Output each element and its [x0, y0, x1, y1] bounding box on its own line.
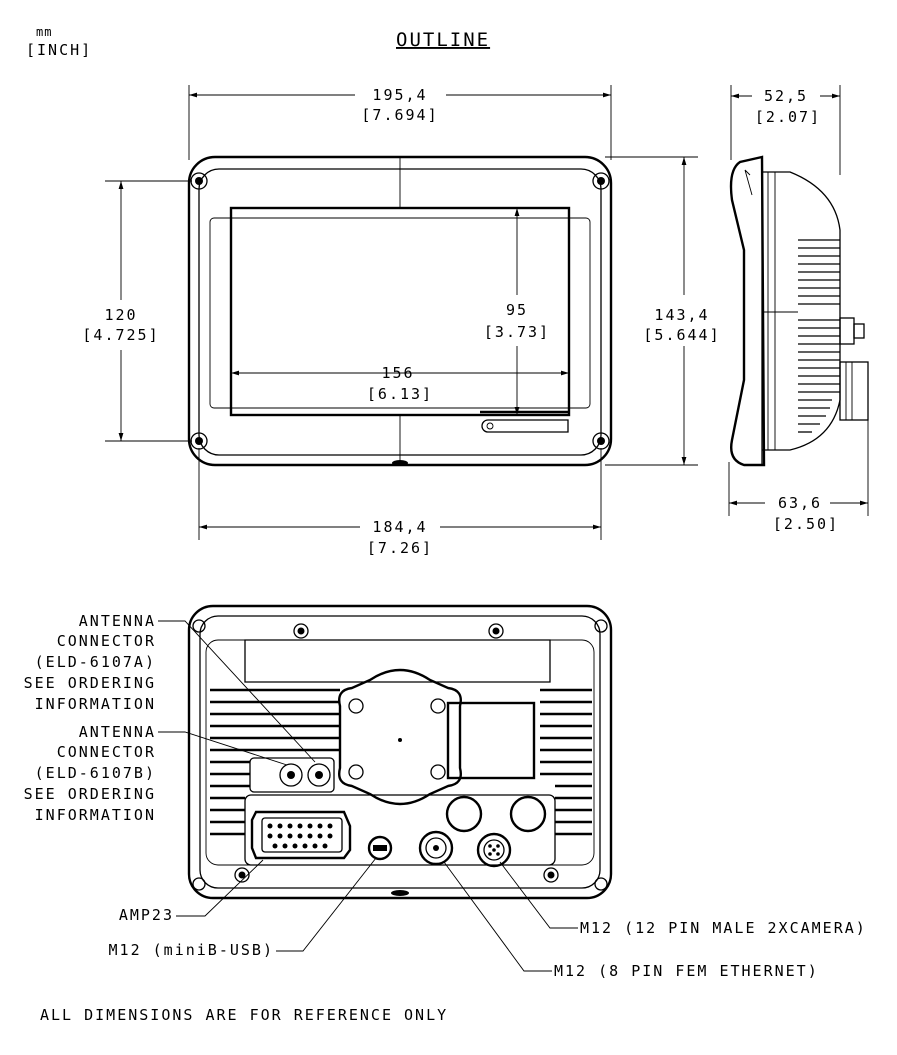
screw-icon: [293, 623, 309, 639]
rear-fins-left: [210, 688, 340, 836]
front-view: [187, 155, 613, 467]
dim-front-height-inch: [4.725]: [82, 326, 159, 344]
svg-text:INFORMATION: INFORMATION: [35, 695, 156, 713]
mount-plate: [338, 668, 462, 806]
svg-text:ANTENNA: ANTENNA: [79, 723, 156, 741]
svg-text:(ELD-6107B): (ELD-6107B): [35, 764, 156, 782]
dim-side-bottom-mm: 63,6: [778, 494, 822, 512]
dim-side-top-mm: 52,5: [764, 87, 808, 105]
cooling-fins: [798, 239, 840, 433]
dim-side-bottom-inch: [2.50]: [773, 515, 839, 533]
label-antenna-a: ANTENNA CONNECTOR (ELD-6107A) SEE ORDERI…: [24, 612, 156, 713]
unit-mm: mm: [36, 25, 52, 39]
antenna-b-icon: [307, 763, 331, 787]
dim-screen-height-mm: 95: [506, 301, 528, 319]
dim-front-width-inch: [7.694]: [361, 106, 438, 124]
svg-text:ANTENNA: ANTENNA: [79, 612, 156, 630]
dim-overall-height-inch: [5.644]: [643, 326, 720, 344]
dim-bottom-width-mm: 184,4: [372, 518, 427, 536]
camera-connector-icon: [476, 832, 512, 868]
screw-icon: [234, 867, 250, 883]
side-view: [729, 155, 869, 467]
svg-text:SEE ORDERING: SEE ORDERING: [24, 785, 156, 803]
dim-front-width-mm: 195,4: [372, 86, 427, 104]
svg-text:CONNECTOR: CONNECTOR: [57, 632, 156, 650]
svg-text:(ELD-6107A): (ELD-6107A): [35, 653, 156, 671]
label-m12-usb: M12 (miniB-USB): [109, 941, 274, 959]
screw-icon: [488, 623, 504, 639]
label-m12-ethernet: M12 (8 PIN FEM ETHERNET): [554, 962, 819, 980]
rear-fins-right: [540, 688, 592, 836]
dim-side-top-inch: [2.07]: [755, 108, 821, 126]
dim-overall-height-mm: 143,4: [654, 306, 709, 324]
footer-note: ALL DIMENSIONS ARE FOR REFERENCE ONLY: [40, 1006, 448, 1024]
dim-bottom-width-inch: [7.26]: [367, 539, 433, 557]
dim-screen-height-inch: [3.73]: [484, 323, 550, 341]
svg-text:INFORMATION: INFORMATION: [35, 806, 156, 824]
label-m12-camera: M12 (12 PIN MALE 2XCAMERA): [580, 919, 867, 937]
screw-icon: [543, 867, 559, 883]
ethernet-connector-icon: [418, 830, 454, 866]
label-antenna-b: ANTENNA CONNECTOR (ELD-6107B) SEE ORDERI…: [24, 723, 156, 824]
svg-text:CONNECTOR: CONNECTOR: [57, 743, 156, 761]
label-plate: [446, 701, 536, 780]
dim-front-height-mm: 120: [104, 306, 137, 324]
antenna-a-icon: [279, 763, 303, 787]
page-title: OUTLINE: [396, 29, 490, 51]
label-amp23: AMP23: [119, 906, 174, 924]
screw-icon: [592, 172, 610, 190]
usb-connector-icon: [367, 835, 393, 861]
unit-inch: [INCH]: [26, 41, 92, 59]
dim-screen-width-mm: 156: [381, 364, 414, 382]
dim-screen-width-inch: [6.13]: [367, 385, 433, 403]
amp23-connector-icon: [250, 810, 352, 860]
svg-text:SEE ORDERING: SEE ORDERING: [24, 674, 156, 692]
rear-view: [187, 604, 613, 900]
